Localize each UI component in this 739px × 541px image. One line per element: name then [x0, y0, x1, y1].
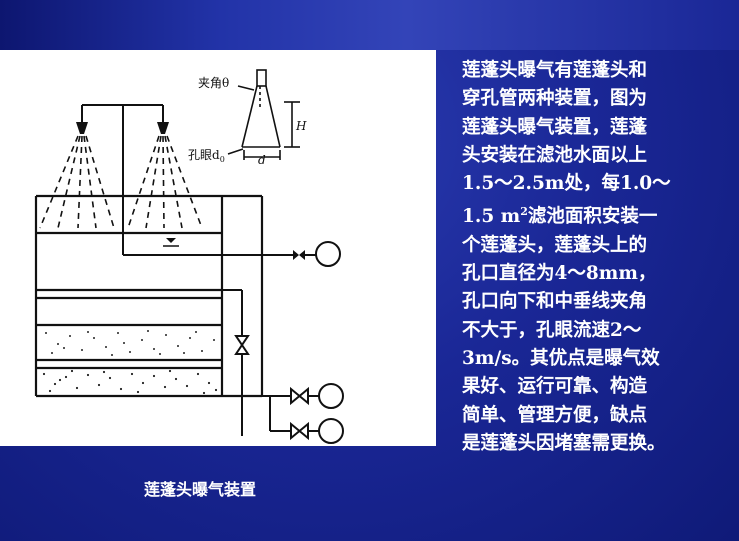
- valve-middle-icon: [290, 386, 309, 406]
- label-angle: 夹角θ: [198, 76, 229, 90]
- text-line: 穿孔管两种装置，图为: [462, 88, 648, 110]
- aeration-diagram: 夹角θ 孔眼d0 H d: [0, 50, 436, 446]
- superscript: 2: [520, 205, 528, 219]
- spray-lines: [39, 135, 203, 229]
- figure-caption: 莲蓬头曝气装置: [143, 480, 256, 499]
- filter-tank: [34, 194, 264, 398]
- diagram-svg: 夹角θ 孔眼d0 H d: [34, 69, 344, 444]
- description-text: 莲蓬头曝气有莲蓬头和 穿孔管两种装置，图为 莲蓬头曝气装置，莲蓬 头安装在滤池水…: [462, 57, 734, 458]
- text-fragment: 滤池面积安装一: [527, 206, 658, 228]
- text-line: 3m/s。其优点是曝气效: [462, 347, 660, 369]
- text-line: 简单、管理方便，缺点: [462, 404, 648, 426]
- nozzle-detail: [227, 69, 300, 160]
- text-line: 1.5 m2滤池面积安装一: [462, 198, 734, 231]
- text-line: 是莲蓬头因堵塞需更换。: [462, 432, 666, 454]
- label-orifice: 孔眼d0: [188, 148, 225, 164]
- gravel-layer-upper: [45, 330, 215, 356]
- gauge-middle-icon: [318, 383, 344, 409]
- right-piping: [222, 254, 319, 436]
- gauge-bottom-icon: [318, 418, 344, 444]
- label-h: H: [295, 119, 307, 133]
- label-d: d: [258, 153, 266, 167]
- water-level-icon: [166, 238, 176, 243]
- gauge-top-icon: [315, 241, 341, 267]
- valve-top-icon: [293, 250, 305, 260]
- text-fragment: 1.5 m: [462, 206, 521, 228]
- text-line: 莲蓬头曝气有莲蓬头和: [462, 60, 648, 81]
- text-line: 1.5～2.5m处，每1.0～: [462, 173, 671, 195]
- text-line: 果好、运行可靠、构造: [462, 376, 648, 398]
- header-band: [0, 0, 739, 50]
- valve-vertical-icon: [234, 335, 250, 355]
- nozzle-right-icon: [157, 122, 169, 134]
- text-line: 不大于，孔眼流速2～: [462, 319, 642, 341]
- gravel-layer-lower: [42, 369, 218, 395]
- text-line: 孔口直径为4～8mm，: [462, 263, 657, 285]
- valve-bottom-icon: [290, 421, 309, 441]
- text-line: 个莲蓬头，莲蓬头上的: [462, 234, 648, 256]
- text-line: 莲蓬头曝气装置，莲蓬: [462, 116, 648, 138]
- text-line: 孔口向下和中垂线夹角: [462, 291, 648, 313]
- nozzle-left-icon: [76, 122, 88, 134]
- text-line: 头安装在滤池水面以上: [462, 144, 648, 166]
